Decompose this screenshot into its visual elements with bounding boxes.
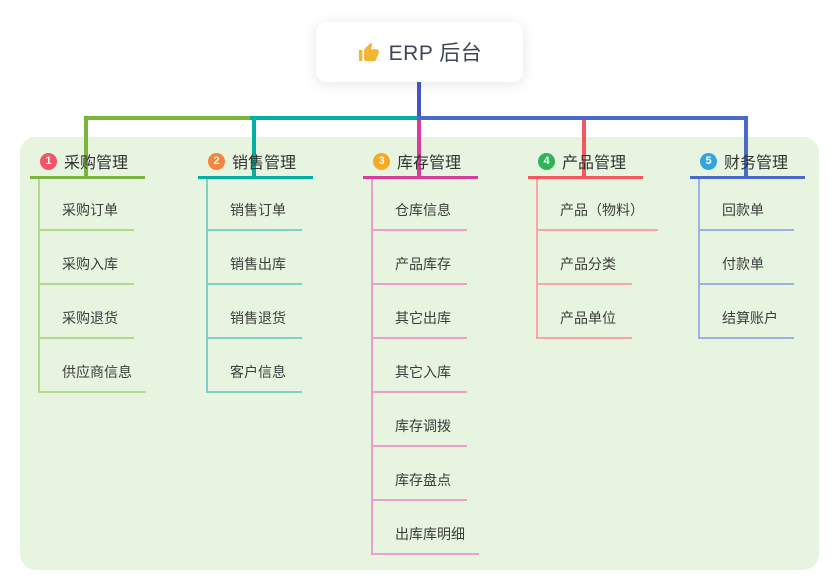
bus-segment-left-green	[84, 116, 256, 120]
branch-drop-line-2	[252, 116, 256, 178]
child-node[interactable]: 结算账户	[698, 306, 794, 339]
child-node[interactable]: 销售出库	[206, 252, 302, 285]
branch-underline	[363, 176, 478, 179]
branch-underline	[528, 176, 643, 179]
branch-node-1[interactable]: 1 采购管理	[30, 149, 128, 173]
child-node[interactable]: 付款单	[698, 252, 794, 285]
branch-underline	[198, 176, 313, 179]
branch-label: 销售管理	[232, 155, 297, 172]
branch-drop-line-3	[417, 116, 421, 178]
root-node[interactable]: ERP 后台	[316, 22, 523, 82]
branch-spine-line	[371, 177, 373, 555]
child-node[interactable]: 出库库明细	[371, 522, 479, 555]
branch-node-2[interactable]: 2 销售管理	[198, 149, 296, 173]
child-node[interactable]: 销售订单	[206, 198, 302, 231]
branch-drop-line-1	[84, 116, 88, 178]
branch-spine-line	[536, 177, 538, 339]
branch-badge-2: 2	[208, 152, 225, 170]
branch-drop-line-4	[582, 116, 586, 178]
child-node[interactable]: 仓库信息	[371, 198, 467, 231]
child-node[interactable]: 回款单	[698, 198, 794, 231]
child-node[interactable]: 采购订单	[38, 198, 134, 231]
branch-badge-3: 3	[373, 152, 390, 170]
branch-spine-line	[38, 177, 40, 393]
child-node[interactable]: 销售退货	[206, 306, 302, 339]
bus-segment-teal	[250, 116, 419, 120]
branch-label: 采购管理	[64, 155, 129, 172]
thumbs-up-icon	[357, 41, 380, 64]
child-node[interactable]: 其它出库	[371, 306, 467, 339]
branch-badge-4: 4	[538, 152, 555, 170]
child-node[interactable]: 产品（物料）	[536, 198, 658, 231]
child-node[interactable]: 库存调拨	[371, 414, 467, 447]
child-node[interactable]: 采购退货	[38, 306, 134, 339]
child-node[interactable]: 库存盘点	[371, 468, 467, 501]
branch-spine-line	[206, 177, 208, 393]
branches-panel	[20, 137, 819, 570]
branch-node-5[interactable]: 5 财务管理	[690, 149, 788, 173]
child-node[interactable]: 产品单位	[536, 306, 632, 339]
branch-label: 库存管理	[397, 155, 462, 172]
child-node[interactable]: 其它入库	[371, 360, 467, 393]
child-node[interactable]: 客户信息	[206, 360, 302, 393]
branch-underline	[30, 176, 145, 179]
child-node[interactable]: 产品分类	[536, 252, 632, 285]
child-node[interactable]: 采购入库	[38, 252, 134, 285]
branch-label: 产品管理	[562, 155, 627, 172]
bus-segment-right-blue	[417, 116, 748, 120]
branch-badge-5: 5	[700, 152, 717, 170]
branch-spine-line	[698, 177, 700, 339]
child-node[interactable]: 供应商信息	[38, 360, 146, 393]
branch-node-4[interactable]: 4 产品管理	[528, 149, 626, 173]
branch-label: 财务管理	[724, 155, 789, 172]
root-title: ERP 后台	[388, 42, 483, 65]
child-node[interactable]: 产品库存	[371, 252, 467, 285]
branch-badge-1: 1	[40, 152, 57, 170]
branch-drop-line-5	[744, 116, 748, 178]
branch-underline	[690, 176, 805, 179]
root-stem-line	[417, 82, 421, 116]
branch-node-3[interactable]: 3 库存管理	[363, 149, 461, 173]
